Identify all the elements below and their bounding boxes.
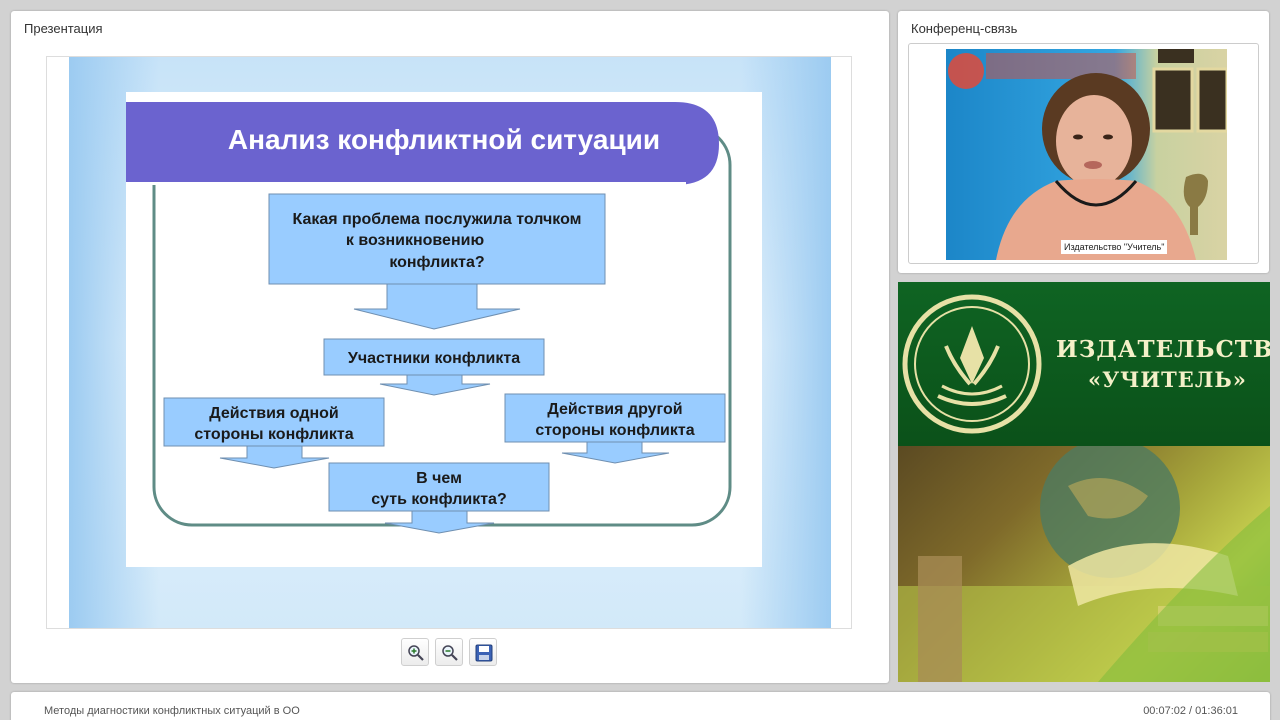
video-participant-label: Издательство "Учитель" — [1061, 240, 1168, 254]
zoom-out-icon — [442, 645, 458, 661]
video-container: Издательство "Учитель" — [908, 43, 1259, 264]
box-problem-line1: Какая проблема послужила толчком — [293, 211, 582, 228]
presentation-panel: Презентация Анализ конфликтной ситуации … — [11, 11, 889, 683]
arrow-down-5 — [384, 510, 495, 534]
banner-books-image — [898, 438, 1270, 682]
arrow-down-2 — [379, 374, 491, 396]
footer-bar: Методы диагностики конфликтных ситуаций … — [11, 692, 1270, 720]
box-participants — [323, 338, 545, 376]
save-button[interactable] — [469, 638, 497, 666]
webcam-frame-graphic — [948, 49, 1227, 260]
save-icon — [475, 644, 493, 662]
publisher-banner[interactable]: ИЗДАТЕЛЬСТВО «УЧИТЕЛЬ» — [898, 282, 1270, 682]
box-one-side-line1: Действия одной — [209, 405, 339, 422]
arrow-down-3 — [219, 445, 330, 469]
brand-name-line2: «УЧИТЕЛЬ» — [1088, 367, 1247, 392]
box-other-side-line1: Действия другой — [547, 401, 682, 418]
box-other-side — [504, 393, 726, 443]
slide-viewer[interactable]: Анализ конфликтной ситуации Какая пробле… — [46, 56, 852, 629]
publisher-logo-icon — [902, 294, 1042, 434]
playback-time: 00:07:02 / 01:36:01 — [1143, 705, 1238, 717]
box-participants-label: Участники конфликта — [348, 350, 520, 367]
box-problem — [268, 193, 606, 285]
conference-panel-title: Конференц-связь — [911, 21, 1018, 36]
zoom-in-icon — [408, 645, 424, 661]
box-one-side — [163, 397, 385, 447]
arrow-down-4 — [561, 441, 670, 464]
arrow-down-1 — [353, 283, 521, 330]
box-other-side-line2: стороны конфликта — [535, 422, 694, 439]
box-problem-line3: конфликта? — [389, 254, 484, 271]
banner-logo-area: ИЗДАТЕЛЬСТВО «УЧИТЕЛЬ» — [898, 282, 1270, 446]
box-essence-line2: суть конфликта? — [371, 491, 506, 508]
brand-name-line1: ИЗДАТЕЛЬСТВО — [1056, 336, 1270, 363]
box-problem-line2: к возникновению — [346, 232, 485, 249]
slide-title-banner — [126, 102, 719, 185]
slide-diagram: Анализ конфликтной ситуации Какая пробле… — [126, 102, 732, 534]
webinar-title: Методы диагностики конфликтных ситуаций … — [44, 705, 300, 717]
conference-panel: Конференц-связь — [898, 11, 1269, 273]
books-globe-graphic — [898, 438, 1270, 682]
webcam-video[interactable]: Издательство "Учитель" — [946, 49, 1227, 260]
zoom-out-button[interactable] — [435, 638, 463, 666]
zoom-in-button[interactable] — [401, 638, 429, 666]
box-one-side-line2: стороны конфликта — [194, 426, 353, 443]
slide-title: Анализ конфликтной ситуации — [228, 124, 660, 155]
presentation-panel-title: Презентация — [24, 21, 103, 36]
box-essence-line1: В чем — [416, 470, 462, 487]
